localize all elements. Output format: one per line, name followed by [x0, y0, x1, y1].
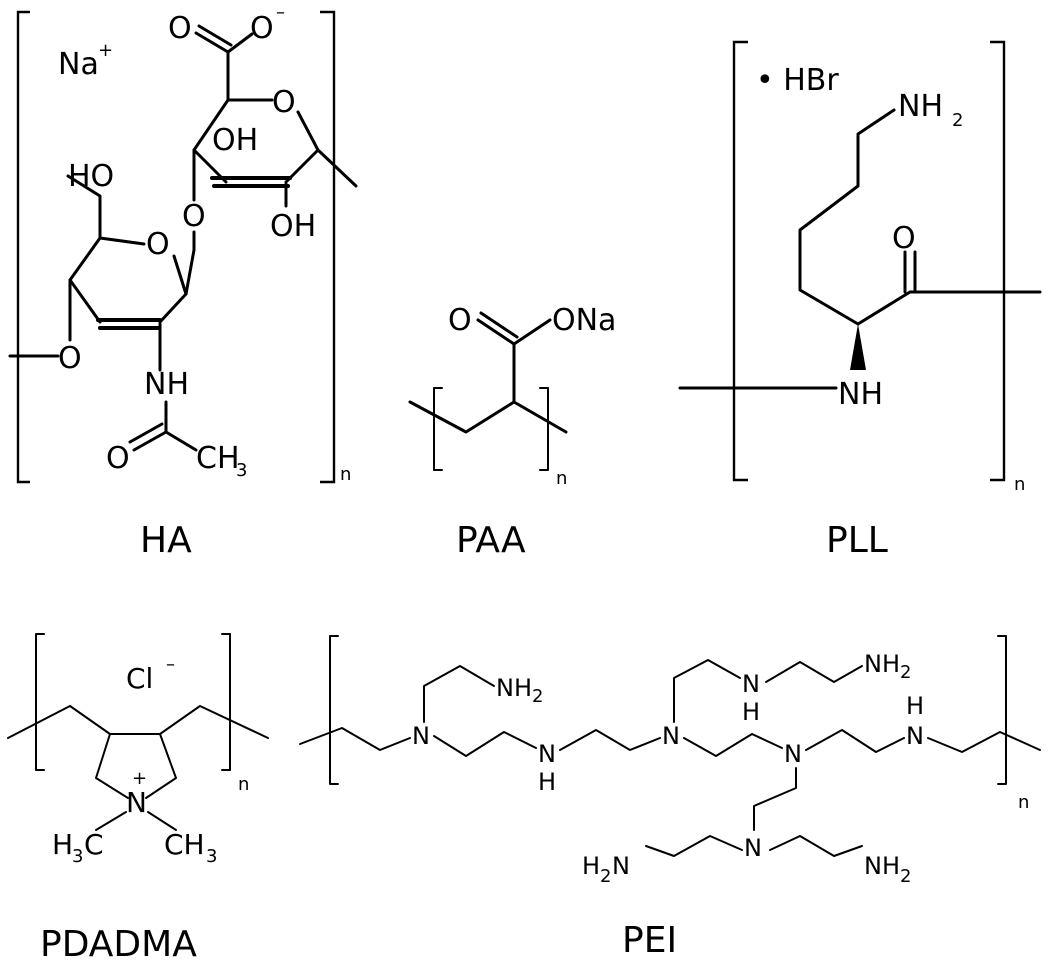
pdadma-methyl-left-sub: 3	[72, 846, 83, 867]
pei-structure: n N N H N N N H NH 2 N H NH 2 N H 2 N NH	[299, 635, 1041, 961]
ha-bridge-o: O	[182, 199, 206, 234]
pll-repeat-n: n	[1014, 474, 1025, 495]
pei-nh-top2: N	[742, 670, 760, 698]
pei-repeat-n: n	[1018, 792, 1029, 813]
pei-nh2-bottom: NH	[864, 852, 900, 880]
paa-carbonyl-o: O	[448, 303, 472, 338]
ha-counterion-charge: +	[98, 40, 113, 61]
ha-ring-o-top: O	[272, 85, 296, 120]
pei-nh-top2-h: H	[742, 698, 760, 726]
pdadma-counterion: Cl	[126, 662, 153, 695]
pll-amine-sub: 2	[952, 110, 963, 131]
ha-carboxyl-o-double: O	[168, 11, 192, 46]
pei-n2: N	[662, 722, 680, 750]
ha-oh-2: OH	[270, 209, 316, 244]
pll-nh: NH	[838, 377, 883, 412]
pei-h2n-bottom-sub: 2	[600, 866, 611, 887]
pll-amine: NH	[898, 89, 943, 124]
pll-left-bracket	[732, 40, 748, 482]
ha-amide-o: O	[106, 441, 130, 476]
pdadma-methyl-right-sub: 3	[206, 846, 217, 867]
ha-methyl: CH	[196, 441, 240, 476]
paa-structure: O ONa n PAA	[408, 303, 616, 561]
pll-right-bracket	[990, 40, 1006, 482]
pdadma-repeat-n: n	[238, 774, 249, 795]
ha-right-bracket	[320, 10, 336, 484]
ha-name: HA	[140, 520, 192, 561]
pei-nh2-bottom-sub: 2	[900, 866, 911, 887]
pdadma-methyl-left-c: C	[84, 828, 104, 861]
ha-ho-label: HO	[68, 159, 114, 194]
paa-name: PAA	[456, 520, 526, 561]
pei-h2n-bottom-n: N	[612, 852, 630, 880]
ha-oh-1: OH	[212, 123, 258, 158]
ha-methyl-sub: 3	[236, 460, 247, 481]
ha-ring-o-bottom: O	[146, 227, 170, 262]
ha-nh: NH	[144, 367, 189, 402]
pll-carbonyl-o: O	[892, 221, 916, 256]
pei-nh2-top-right: NH	[864, 650, 900, 678]
paa-ona: ONa	[552, 303, 616, 338]
pdadma-methyl-left-h: H	[52, 828, 73, 861]
pdadma-methyl-right: CH	[164, 828, 205, 861]
pdadma-structure: n Cl – N + H 3 C CH 3 PDADMA	[7, 633, 269, 962]
pei-nh-top1: NH	[496, 674, 532, 702]
pll-name: PLL	[826, 520, 888, 561]
ha-structure: n Na + O O – O OH OH O HO O O	[8, 2, 358, 561]
pei-name: PEI	[622, 920, 677, 961]
pei-h2n-bottom-h: H	[582, 852, 600, 880]
pdadma-counterion-charge: –	[166, 654, 175, 675]
ha-repeat-n: n	[340, 464, 351, 485]
ha-counterion: Na	[58, 47, 99, 82]
pll-salt: • HBr	[756, 63, 839, 98]
ha-carboxylate-o: O	[250, 11, 274, 46]
pei-n4: N	[744, 834, 762, 862]
pei-n1: N	[412, 722, 430, 750]
paa-repeat-n: n	[556, 468, 567, 489]
pei-nh2-top-right-sub: 2	[900, 662, 911, 683]
pei-n3: N	[784, 740, 802, 768]
ha-left-o: O	[58, 341, 82, 376]
pei-nh-top1-sub: 2	[532, 686, 543, 707]
pdadma-n: N	[126, 786, 147, 819]
pei-nh-mid: N	[538, 740, 556, 768]
pdadma-n-charge: +	[132, 768, 147, 789]
pei-nh-right-h: H	[906, 692, 924, 720]
pdadma-name: PDADMA	[40, 924, 197, 962]
ha-carboxylate-charge: –	[276, 2, 285, 23]
pei-nh-mid-h: H	[538, 768, 556, 796]
ha-left-bracket	[16, 10, 30, 484]
pei-nh-right: N	[906, 722, 924, 750]
pll-structure: n • HBr NH 2 O NH PLL	[678, 40, 1042, 561]
